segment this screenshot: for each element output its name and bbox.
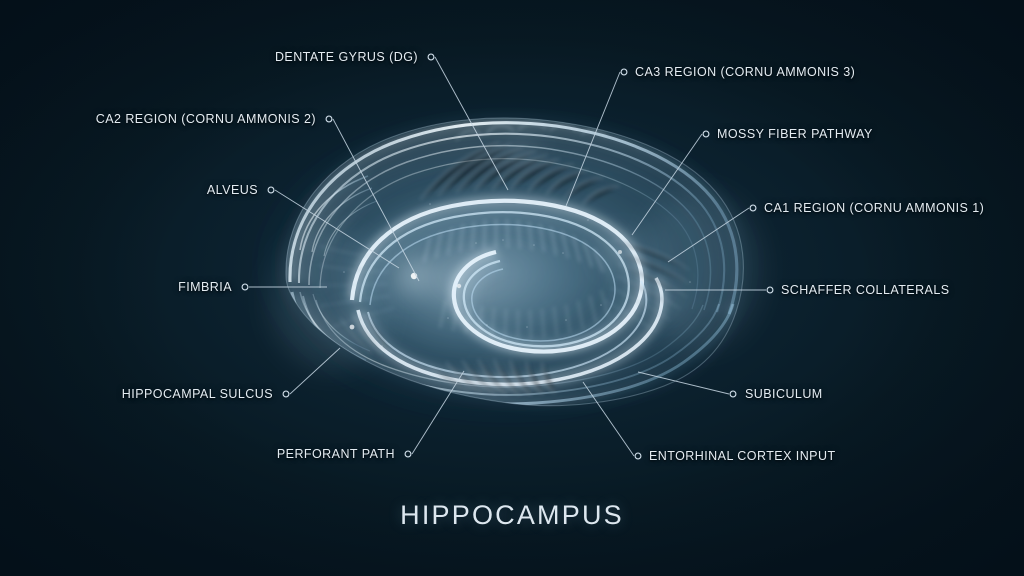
marker-dot-mossy-fiber[interactable] bbox=[702, 130, 710, 138]
annotation-label-alveus[interactable]: ALVEUS bbox=[206, 183, 258, 197]
leader-line-subiculum bbox=[637, 371, 730, 395]
marker-dot-alveus[interactable] bbox=[267, 186, 275, 194]
marker-dot-subiculum[interactable] bbox=[729, 390, 737, 398]
leader-line-entorhinal-cortex bbox=[582, 381, 635, 457]
marker-dot-fimbria[interactable] bbox=[241, 283, 249, 291]
annotation-label-fimbria[interactable]: FIMBRIA bbox=[178, 280, 232, 294]
marker-dot-entorhinal-cortex[interactable] bbox=[634, 452, 642, 460]
leader-line-ca3-region bbox=[565, 71, 621, 207]
annotation-label-mossy-fiber[interactable]: MOSSY FIBER PATHWAY bbox=[717, 127, 873, 141]
marker-dot-perforant-path[interactable] bbox=[404, 450, 412, 458]
leader-line-ca1-region bbox=[667, 207, 750, 263]
leader-line-dentate-gyrus bbox=[434, 56, 509, 191]
marker-dot-ca2-region[interactable] bbox=[325, 115, 333, 123]
marker-dot-ca3-region[interactable] bbox=[620, 68, 628, 76]
leader-line-perforant-path bbox=[411, 370, 465, 455]
annotation-label-ca3-region[interactable]: CA3 REGION (CORNU AMMONIS 3) bbox=[635, 65, 856, 79]
leader-line-alveus bbox=[274, 189, 400, 269]
annotation-label-hippocampal-sulcus[interactable]: HIPPOCAMPAL SULCUS bbox=[121, 387, 273, 401]
annotation-label-perforant-path[interactable]: PERFORANT PATH bbox=[276, 447, 395, 461]
marker-dot-ca1-region[interactable] bbox=[749, 204, 757, 212]
leader-line-hippocampal-sulcus bbox=[289, 347, 341, 395]
leader-line-mossy-fiber bbox=[631, 133, 703, 236]
annotation-label-ca1-region[interactable]: CA1 REGION (CORNU AMMONIS 1) bbox=[764, 201, 985, 215]
annotation-label-dentate-gyrus[interactable]: DENTATE GYRUS (DG) bbox=[274, 50, 418, 64]
marker-dot-dentate-gyrus[interactable] bbox=[427, 53, 435, 61]
page-title: HIPPOCAMPUS bbox=[400, 500, 624, 530]
leader-line-ca2-region bbox=[332, 118, 420, 282]
marker-dot-schaffer-collaterals[interactable] bbox=[766, 286, 774, 294]
annotation-label-ca2-region[interactable]: CA2 REGION (CORNU AMMONIS 2) bbox=[95, 112, 316, 126]
annotation-label-entorhinal-cortex[interactable]: ENTORHINAL CORTEX INPUT bbox=[649, 449, 836, 463]
annotation-label-subiculum[interactable]: SUBICULUM bbox=[745, 387, 823, 401]
marker-dot-hippocampal-sulcus[interactable] bbox=[282, 390, 290, 398]
annotation-label-schaffer-collaterals[interactable]: SCHAFFER COLLATERALS bbox=[781, 283, 950, 297]
